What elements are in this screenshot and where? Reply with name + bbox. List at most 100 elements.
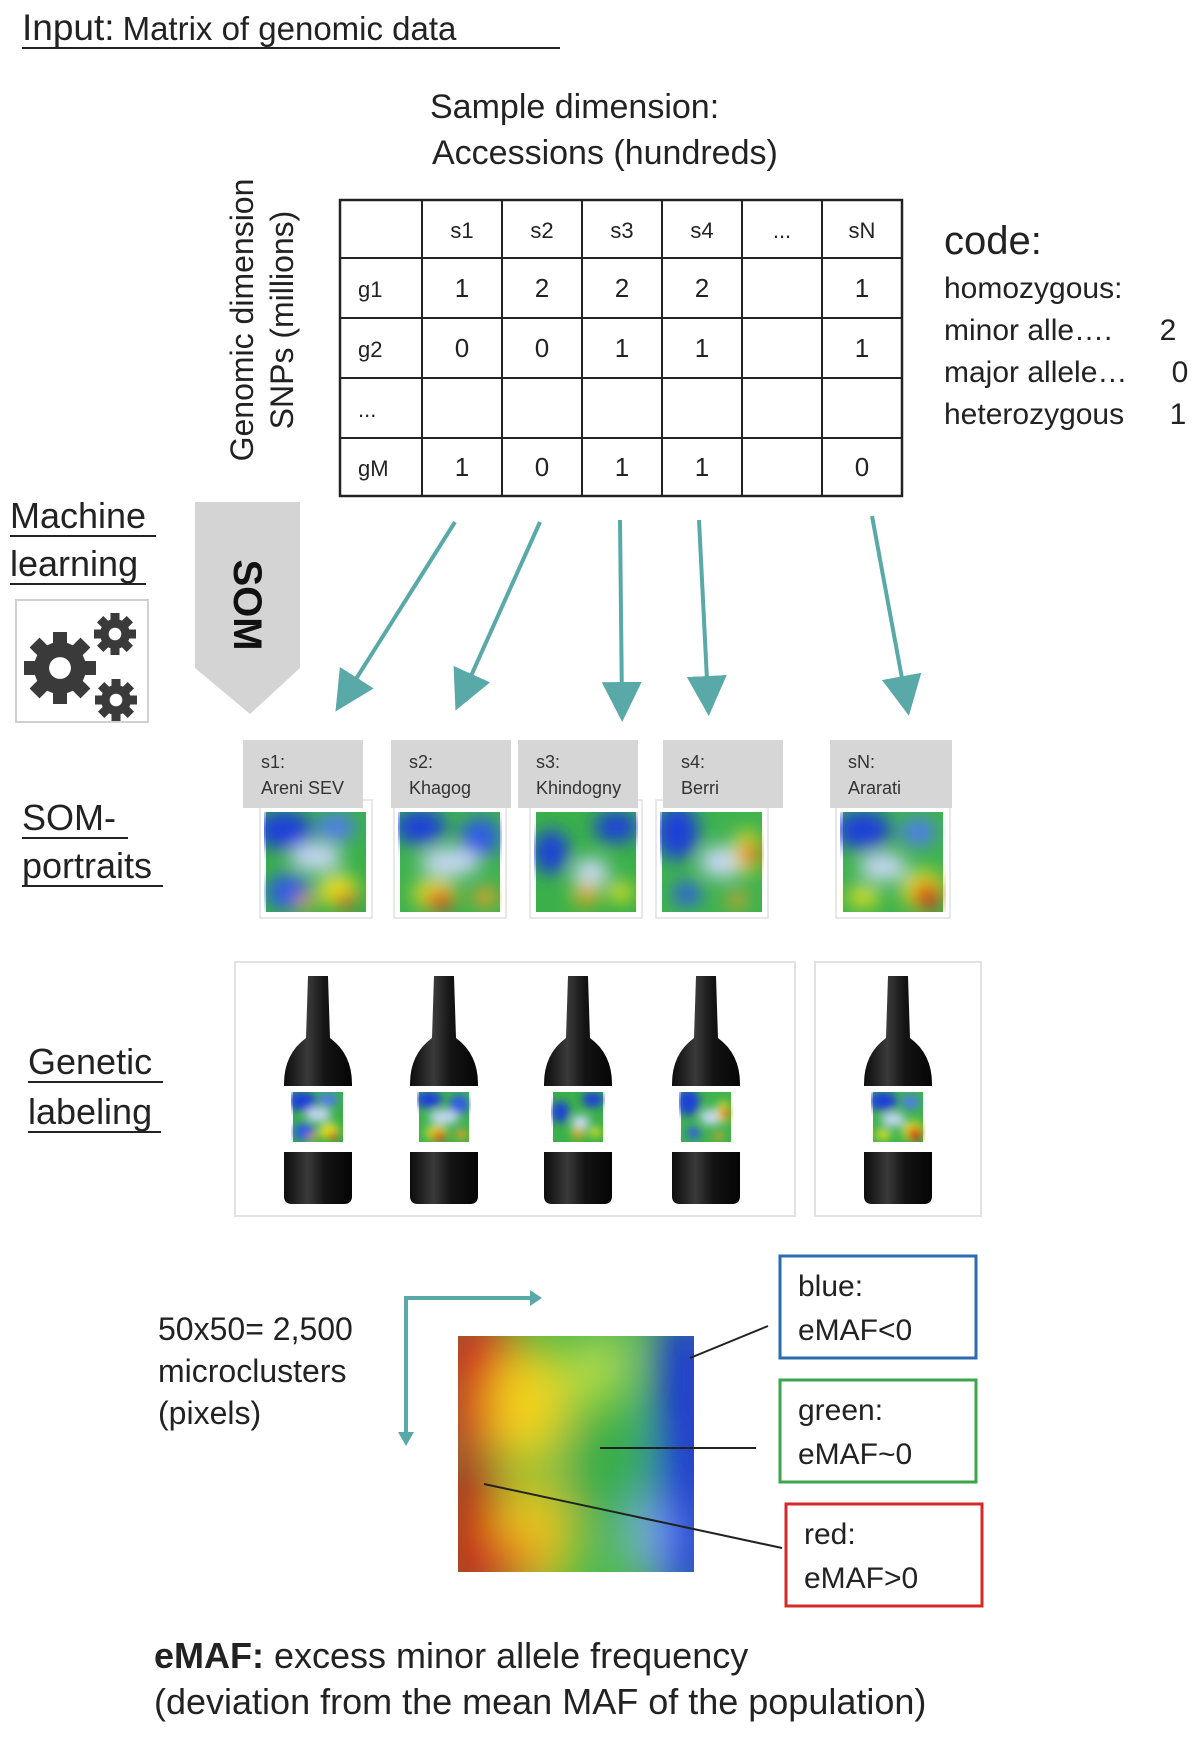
portrait-sample-name: Ararati [848, 778, 901, 798]
legend-description: eMAF>0 [804, 1562, 918, 1595]
genetic-labeling-line1: Genetic [28, 1041, 152, 1082]
bottle-label-heatmap [552, 1092, 605, 1143]
matrix-row-label: g2 [358, 337, 382, 362]
genetic-labeling-line2: labeling [28, 1091, 152, 1132]
machine-learning-line1: Machine [10, 495, 146, 536]
code-major-label: major allele… [944, 356, 1127, 389]
matrix-cell: 1 [615, 452, 629, 482]
arrow-s1 [335, 520, 457, 712]
code-homozygous: homozygous: [944, 272, 1122, 305]
gears-icon [15, 599, 149, 723]
bottle-label-heatmap [678, 1088, 732, 1142]
matrix-row-label: ... [358, 397, 376, 422]
arrow-sN [870, 515, 922, 716]
matrix-cell: 2 [695, 273, 709, 303]
genomic-dimension-label: Genomic dimension SNPs (millions) [224, 179, 300, 462]
code-het-label: heterozygous [944, 398, 1124, 431]
arrow-s3 [601, 519, 642, 722]
code-title: code: [944, 219, 1042, 263]
code-minor-value: 2 [1160, 314, 1177, 347]
legend-color-name: blue: [798, 1270, 863, 1303]
axis-arrows [398, 1290, 542, 1446]
emaf-legend: blue: eMAF<0 green: eMAF~0 red: eMAF>0 [778, 1254, 984, 1608]
svg-text:Genomic dimension: Genomic dimension [224, 179, 260, 462]
matrix-cell: 1 [855, 333, 869, 363]
large-som-portrait [458, 1336, 694, 1572]
portrait-heatmap [835, 810, 945, 912]
portrait-sample-name: Berri [681, 778, 719, 798]
portrait-heatmap [394, 809, 500, 912]
som-portrait-card: s2:Khagog [391, 740, 511, 919]
matrix-cell: 1 [855, 273, 869, 303]
portrait-sample-id: s3: [536, 752, 560, 772]
matrix-cell: 1 [455, 273, 469, 303]
portrait-sample-id: s2: [409, 752, 433, 772]
wine-bottle [544, 976, 612, 1204]
svg-text:SNPs (millions): SNPs (millions) [264, 211, 300, 430]
microclusters-line1: 50x50= 2,500 [158, 1311, 353, 1347]
header-title: Input:Matrix of genomic data [22, 7, 457, 48]
emaf-definition-line2: (deviation from the mean MAF of the popu… [154, 1681, 926, 1722]
portrait-sample-id: sN: [848, 752, 875, 772]
code-het-value: 1 [1170, 398, 1187, 431]
matrix-header-cell: sN [849, 218, 876, 243]
som-portrait-card: s4: Berri [655, 740, 783, 919]
microclusters-line2: microclusters [158, 1353, 346, 1389]
wine-bottle [410, 976, 478, 1204]
matrix-row-label: gM [358, 456, 389, 481]
arrow-s4 [686, 519, 727, 716]
bottle-label-heatmap [416, 1091, 469, 1143]
machine-learning-line2: learning [10, 543, 138, 584]
legend-color-name: green: [798, 1394, 883, 1427]
matrix-header-cell: s4 [690, 218, 713, 243]
sample-dimension-line1: Sample dimension: [430, 88, 719, 126]
code-minor-label: minor alle…. [944, 314, 1112, 347]
matrix-cell: 0 [535, 333, 549, 363]
legend-box: blue: eMAF<0 [778, 1254, 978, 1360]
legend-leaders [483, 1325, 783, 1549]
matrix-cell: 1 [695, 333, 709, 363]
portrait-heatmap [655, 804, 762, 912]
code-major-value: 0 [1172, 356, 1189, 389]
portrait-heatmap [256, 810, 366, 912]
matrix-cell: 0 [455, 333, 469, 363]
arrow-s2 [453, 521, 542, 711]
som-arrow: SOM [195, 502, 300, 714]
som-portraits-line2: portraits [22, 845, 152, 886]
matrix-cell: 1 [615, 333, 629, 363]
matrix-cell: 2 [535, 273, 549, 303]
som-portrait-card: sN: Ararati [830, 740, 952, 919]
matrix-header-cell: s2 [530, 218, 553, 243]
microclusters-line3: (pixels) [158, 1395, 261, 1431]
matrix-row-label: g1 [358, 277, 382, 302]
matrix-header-cell: ... [773, 218, 791, 243]
wine-bottle [284, 976, 352, 1204]
matrix-cell: 2 [615, 273, 629, 303]
portrait-sample-id: s1: [261, 752, 285, 772]
som-portraits-line1: SOM- [22, 797, 116, 838]
matrix-cell: 0 [855, 452, 869, 482]
legend-description: eMAF~0 [798, 1438, 912, 1471]
matrix-cell: 0 [535, 452, 549, 482]
portrait-heatmap [533, 811, 638, 912]
bottle-label-heatmap [288, 1091, 343, 1142]
matrix-header-cell: s3 [610, 218, 633, 243]
sample-arrows [335, 515, 922, 722]
legend-color-name: red: [804, 1518, 856, 1551]
wine-bottle [672, 976, 740, 1204]
som-arrow-label: SOM [225, 559, 269, 650]
som-portrait-row: s1:Areni SEVs2:Khagogs3:Khindognys4:Berr… [243, 740, 952, 919]
bottle-row [284, 976, 932, 1204]
bottle-label-heatmap [869, 1091, 924, 1142]
wine-bottle [864, 976, 932, 1204]
matrix-cell: 1 [455, 452, 469, 482]
som-portrait-card: s1:Areni SEV [243, 740, 373, 919]
legend-description: eMAF<0 [798, 1314, 912, 1347]
matrix-header-cell: s1 [450, 218, 473, 243]
portrait-sample-id: s4: [681, 752, 705, 772]
sample-dimension-line2: Accessions (hundreds) [432, 134, 778, 172]
legend-box: red: eMAF>0 [784, 1502, 984, 1608]
